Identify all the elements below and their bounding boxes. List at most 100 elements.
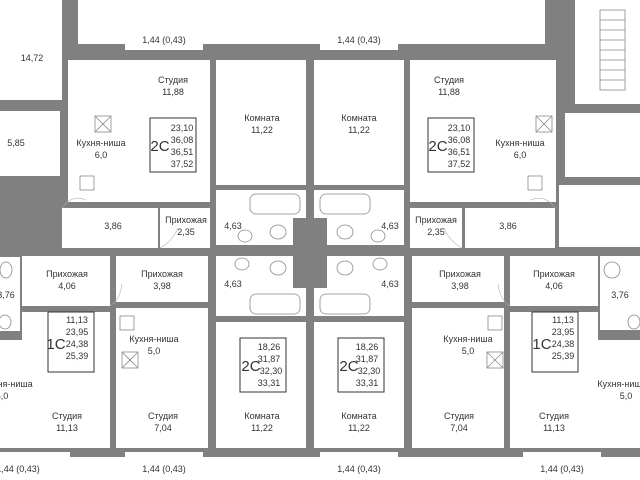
apartment-type: 2С: [428, 138, 447, 155]
stove-bl: [121, 351, 139, 369]
apartment-area: 25,39: [552, 351, 575, 361]
room-name: Прихожая: [439, 269, 481, 279]
bathtub-tc: [319, 193, 371, 215]
toilet-left-edge: [0, 261, 13, 279]
balcony-top-1: [125, 32, 203, 50]
room-area: 5,85: [7, 138, 25, 148]
stove-tr: [535, 115, 553, 133]
apartment-area: 18,26: [356, 342, 379, 352]
room-area: 11,13: [56, 423, 78, 433]
elevator-shaft: [293, 218, 327, 288]
room-area: 11,22: [348, 423, 370, 433]
room-area: 5,0: [148, 346, 161, 356]
room-name: Прихожая: [415, 215, 457, 225]
room-area: 3,86: [499, 221, 517, 231]
room-br-hall-2: [412, 256, 504, 302]
bathtub-tl: [249, 193, 301, 215]
apartment-area: 23,10: [171, 123, 194, 133]
room-area: 3,76: [0, 290, 15, 300]
room-name: Прихожая: [165, 215, 207, 225]
room-name: Студия: [434, 75, 464, 85]
apartment-type: 2С: [241, 358, 260, 375]
kitchen-sink-tr: [527, 175, 543, 191]
room-bl-hall-2: [116, 256, 208, 302]
door-arc-1: [61, 197, 87, 209]
room-area: 3,76: [611, 290, 629, 300]
apartment-area: 31,87: [258, 354, 281, 364]
room-top-left-edge: [0, 0, 62, 100]
room-tr-hall: [410, 208, 462, 248]
room-tr-corridor: [465, 208, 555, 248]
room-name: Комната: [244, 113, 279, 123]
room-top-center-2: [314, 60, 404, 185]
apartment-area: 31,87: [356, 354, 379, 364]
apartment-area: 23,10: [448, 123, 471, 133]
apartment-area: 33,31: [258, 378, 281, 388]
room-name: Прихожая: [46, 269, 88, 279]
stove-br: [486, 351, 504, 369]
kitchen-sink-br: [487, 315, 503, 331]
bathtub-bl: [249, 293, 301, 315]
room-name: Прихожая: [533, 269, 575, 279]
room-area: 2,35: [427, 227, 445, 237]
room-bl-studio-2: [116, 308, 208, 448]
room-name: Студия: [148, 411, 178, 421]
room-area: 5,0: [0, 391, 8, 401]
room-area: 4,63: [224, 221, 242, 231]
room-name: Студия: [158, 75, 188, 85]
room-name: Студия: [52, 411, 82, 421]
room-area: 2,35: [177, 227, 195, 237]
type-box-bl: [47, 311, 95, 373]
room-name: Кухня-ниша: [495, 138, 544, 148]
room-br-hall-1: [510, 256, 598, 306]
door-arc-5: [109, 283, 123, 307]
balcony-top-2: [320, 32, 398, 50]
room-area: 14,72: [21, 53, 44, 63]
apartment-type: 2С: [150, 138, 169, 155]
apartment-area: 37,52: [171, 159, 194, 169]
staircase: [599, 9, 626, 91]
room-name: Кухня-ниша: [443, 334, 492, 344]
room-area: 11,88: [162, 87, 184, 97]
room-name: Комната: [341, 113, 376, 123]
balcony-label: 1,44 (0,43): [0, 464, 40, 474]
door-arc-2: [159, 227, 179, 249]
room-tl-hall: [160, 208, 210, 248]
kitchen-sink-tl: [79, 175, 95, 191]
apartment-area: 11,13: [552, 315, 574, 325]
room-area: 11,88: [438, 87, 460, 97]
apartment-area: 24,38: [66, 339, 89, 349]
door-arc-3: [443, 227, 463, 249]
apartment-area: 33,31: [356, 378, 379, 388]
balcony-label: 1,44 (0,43): [540, 464, 584, 474]
door-arc-4: [530, 197, 556, 209]
type-box-br: [531, 311, 579, 373]
sink-right-edge: [627, 314, 640, 330]
room-area: 6,0: [95, 150, 108, 160]
apartment-area: 36,08: [448, 135, 471, 145]
door-arc-6: [497, 283, 511, 307]
apartment-area: 24,38: [552, 339, 575, 349]
room-left-small: [0, 111, 60, 176]
room-tl-corridor: [62, 208, 158, 248]
apartment-type: 1С: [532, 336, 551, 353]
room-br-studio-2: [412, 308, 504, 448]
apartment-type: 1С: [46, 336, 65, 353]
room-area: 3,98: [451, 281, 469, 291]
apartment-area: 36,51: [448, 147, 471, 157]
toilet-br: [336, 260, 354, 276]
kitchen-sink-bl: [119, 315, 135, 331]
room-bl-hall-1: [22, 256, 110, 306]
room-name: Кухня-ниша: [76, 138, 125, 148]
apartment-area: 32,30: [260, 366, 283, 376]
room-right-bottom: [598, 340, 640, 448]
apartment-area: 36,08: [171, 135, 194, 145]
room-area: 4,06: [545, 281, 563, 291]
room-area: 4,06: [58, 281, 76, 291]
toilet-bl: [269, 260, 287, 276]
apartment-area: 18,26: [258, 342, 281, 352]
room-name: Студия: [539, 411, 569, 421]
room-name: Прихожая: [141, 269, 183, 279]
room-name: Кухня-ниша: [0, 379, 33, 389]
